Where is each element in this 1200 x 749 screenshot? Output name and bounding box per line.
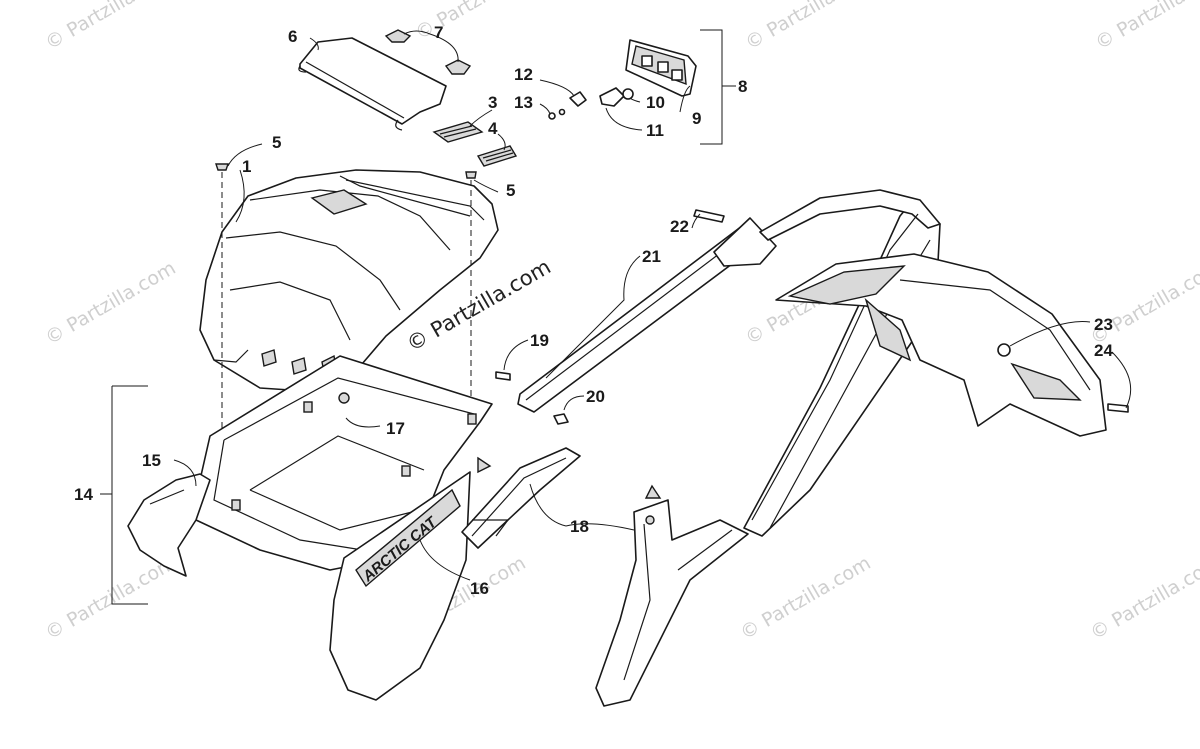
part-23-flap [775,253,1107,437]
watermark-mid-left: © Partzilla.com [42,257,180,349]
callout-3: 3 [488,93,497,112]
part-22-bolt [693,209,725,223]
callout-24: 24 [1094,341,1113,360]
leader-lines [100,30,1132,605]
callout-labels: 1 3 4 5 5 6 7 8 9 10 11 12 13 14 15 16 1… [74,23,1113,598]
part-7-clips [384,29,472,75]
callout-21: 21 [642,247,661,266]
watermark-bottom-right-a: © Partzilla.com [737,552,875,644]
callout-12: 12 [514,65,533,84]
callout-16: 16 [470,579,489,598]
callout-5-left: 5 [272,133,281,152]
watermark-top-center: © Partzilla.com [412,0,550,44]
watermark-bottom-left: © Partzilla.com [42,552,180,644]
callout-22: 22 [670,217,689,236]
part-18-rail-lower [595,499,749,707]
arrow-marker-right [644,484,662,499]
callout-11: 11 [646,121,664,140]
callout-1: 1 [242,157,251,176]
part-24-bolt [1107,403,1129,413]
part-19-bolt [495,371,511,381]
part-5-screws [215,163,477,179]
part-3-pad [432,121,484,143]
bracket-8 [700,29,736,145]
callout-10: 10 [646,93,665,112]
callout-9: 9 [692,109,701,128]
part-8-taillight-assembly [548,39,697,120]
callout-5-right: 5 [506,181,515,200]
callout-19: 19 [530,331,549,350]
part-18-rail-upper [461,447,581,549]
part-15-left-panel [127,473,211,577]
part-16-side-panel: ARCTIC CAT [329,471,471,701]
callout-20: 20 [586,387,605,406]
watermark-bottom-right-b: © Partzilla.com [1087,552,1200,644]
watermark-mid-right-b: © Partzilla.com [1087,257,1200,349]
watermark-top-left: © Partzilla.com [42,0,180,54]
callout-17: 17 [386,419,405,438]
callout-4: 4 [488,119,498,138]
part-bumper-rail [743,189,941,537]
callout-6: 6 [288,27,297,46]
callout-23: 23 [1094,315,1113,334]
callout-14: 14 [74,485,93,504]
part-21-grab-bar [517,217,777,413]
callout-15: 15 [142,451,161,470]
watermark-top-right-b: © Partzilla.com [1092,0,1200,54]
watermark-top-right-a: © Partzilla.com [742,0,880,54]
part-6-tray [298,37,447,131]
callout-13: 13 [514,93,533,112]
callout-8: 8 [738,77,747,96]
part-1-seat-cowl [199,169,499,393]
part-4-pad [476,145,518,167]
arrow-marker-left [477,456,492,474]
callout-18: 18 [570,517,589,536]
part-20-nut [553,413,569,425]
callout-7: 7 [434,23,443,42]
